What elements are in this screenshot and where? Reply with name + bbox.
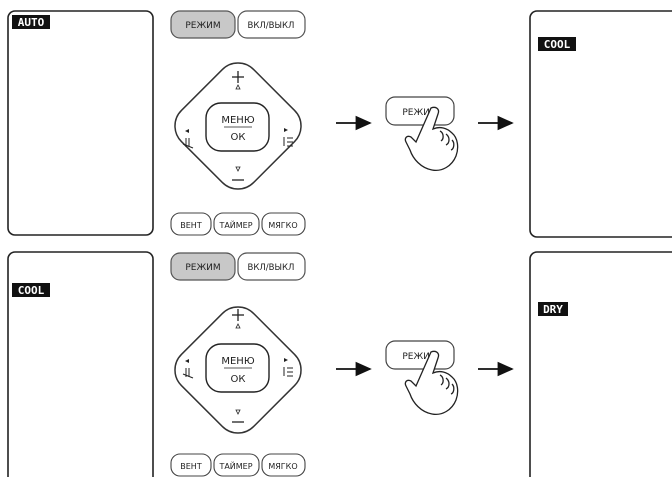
svg-text:ТАЙМЕР: ТАЙМЕР [218,219,252,230]
svg-text:ОК: ОК [231,132,246,143]
mode-badge-auto: AUTO [12,15,50,29]
minus-icon[interactable] [232,166,244,181]
display-screen-right [529,251,672,477]
soft-button[interactable]: МЯГКО [261,212,306,236]
svg-text:ВКЛ/ВЫКЛ: ВКЛ/ВЫКЛ [248,21,295,31]
timer-button[interactable]: ТАЙМЕР [213,212,260,236]
down-triangle-icon [235,409,241,415]
svg-text:DRY: DRY [543,303,563,316]
svg-text:ВЕНТ: ВЕНТ [180,462,202,471]
display-screen-left [7,251,154,477]
pressed-mode-button[interactable]: РЕЖИМ [385,96,455,126]
left-triangle-icon [185,359,189,363]
timer-button[interactable]: ТАЙМЕР [213,453,260,477]
hand-press-icon [404,350,459,416]
plus-icon[interactable] [232,71,244,90]
mode-badge-cool: COOL [12,283,50,297]
power-button[interactable]: ВКЛ/ВЫКЛ [237,252,306,281]
swing-vertical-icon[interactable] [182,129,194,149]
svg-text:ВКЛ/ВЫКЛ: ВКЛ/ВЫКЛ [248,263,295,273]
up-triangle-icon [235,323,241,329]
right-triangle-icon [284,358,288,362]
svg-text:МЕНЮ: МЕНЮ [221,356,254,367]
power-button[interactable]: ВКЛ/ВЫКЛ [237,10,306,39]
up-triangle-icon [235,84,241,90]
svg-text:РЕЖИМ: РЕЖИМ [402,352,437,362]
mode-button[interactable]: РЕЖИМ [170,10,236,39]
display-screen-left [7,10,154,236]
display-screen-right [529,10,672,238]
left-triangle-icon [185,129,189,133]
swing-vertical-icon[interactable] [182,359,194,379]
menu-ok-button[interactable]: МЕНЮ ОК [205,102,270,152]
svg-text:ОК: ОК [231,374,246,385]
svg-text:ВЕНТ: ВЕНТ [180,221,202,230]
svg-text:РЕЖИМ: РЕЖИМ [185,263,220,273]
swing-horizontal-icon[interactable] [283,358,293,377]
plus-icon[interactable] [232,309,244,329]
minus-icon[interactable] [232,409,244,423]
svg-text:AUTO: AUTO [18,16,45,29]
svg-text:МЕНЮ: МЕНЮ [221,115,254,126]
svg-text:COOL: COOL [544,38,571,51]
row-1: AUTO РЕЖИМ ВКЛ/ВЫКЛ [7,10,672,238]
svg-text:МЯГКО: МЯГКО [268,462,297,471]
hand-press-icon [404,106,459,172]
fan-button[interactable]: ВЕНТ [170,212,212,236]
mode-badge-dry: DRY [538,302,568,316]
right-triangle-icon [284,128,288,132]
svg-text:РЕЖИМ: РЕЖИМ [402,108,437,118]
mode-button[interactable]: РЕЖИМ [170,252,236,281]
svg-text:ТАЙМЕР: ТАЙМЕР [218,460,252,471]
menu-ok-button[interactable]: МЕНЮ ОК [205,343,270,393]
svg-text:COOL: COOL [18,284,45,297]
fan-button[interactable]: ВЕНТ [170,453,212,477]
swing-horizontal-icon[interactable] [283,128,293,147]
down-triangle-icon [235,166,241,172]
soft-button[interactable]: МЯГКО [261,453,306,477]
mode-badge-cool: COOL [538,37,576,51]
svg-text:МЯГКО: МЯГКО [268,221,297,230]
row-2: COOL РЕЖИМ ВКЛ/ВЫКЛ [7,251,672,477]
svg-text:РЕЖИМ: РЕЖИМ [185,21,220,31]
pressed-mode-button[interactable]: РЕЖИМ [385,340,455,370]
